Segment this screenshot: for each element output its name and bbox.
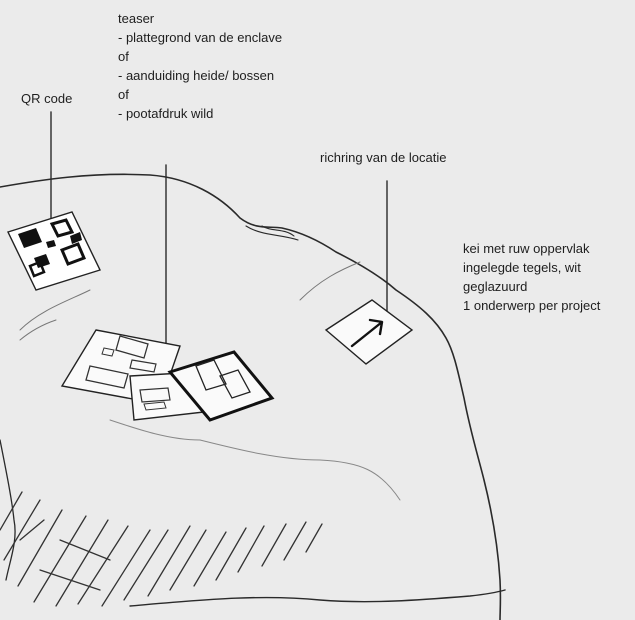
teaser-line: of xyxy=(118,87,129,102)
direction-arrow-tile xyxy=(324,299,414,365)
teaser-tiles xyxy=(60,329,275,422)
qr-code-tile xyxy=(7,211,101,291)
boulder-outline xyxy=(0,173,502,620)
boulder-bottom-rim xyxy=(129,589,506,607)
boulder-line: ingelegde tegels, wit xyxy=(463,260,581,275)
boulder-left-edge xyxy=(0,439,16,581)
teaser-line: of xyxy=(118,49,129,64)
teaser-line: - pootafdruk wild xyxy=(118,106,214,121)
boulder-contour xyxy=(199,439,401,501)
teaser-line: teaser xyxy=(118,11,155,26)
boulder-contour xyxy=(109,419,201,441)
boulder-line: kei met ruw oppervlak xyxy=(463,241,590,256)
shading-hatch xyxy=(0,491,323,607)
boulder-line: geglazuurd xyxy=(463,279,528,294)
teaser-line: - plattegrond van de enclave xyxy=(118,30,283,45)
boulder-contour xyxy=(19,261,361,341)
boulder-outline-second xyxy=(245,225,299,241)
teaser-line: - aanduiding heide/ bossen xyxy=(118,68,275,83)
teaser-annotation: teaser - plattegrond van de enclave of -… xyxy=(118,9,282,123)
direction-annotation: richring van de locatie xyxy=(320,150,447,165)
qr-code-annotation: QR code xyxy=(21,91,73,106)
boulder-line: 1 onderwerp per project xyxy=(463,298,601,313)
boulder-annotation: kei met ruw oppervlak ingelegde tegels, … xyxy=(463,239,600,315)
